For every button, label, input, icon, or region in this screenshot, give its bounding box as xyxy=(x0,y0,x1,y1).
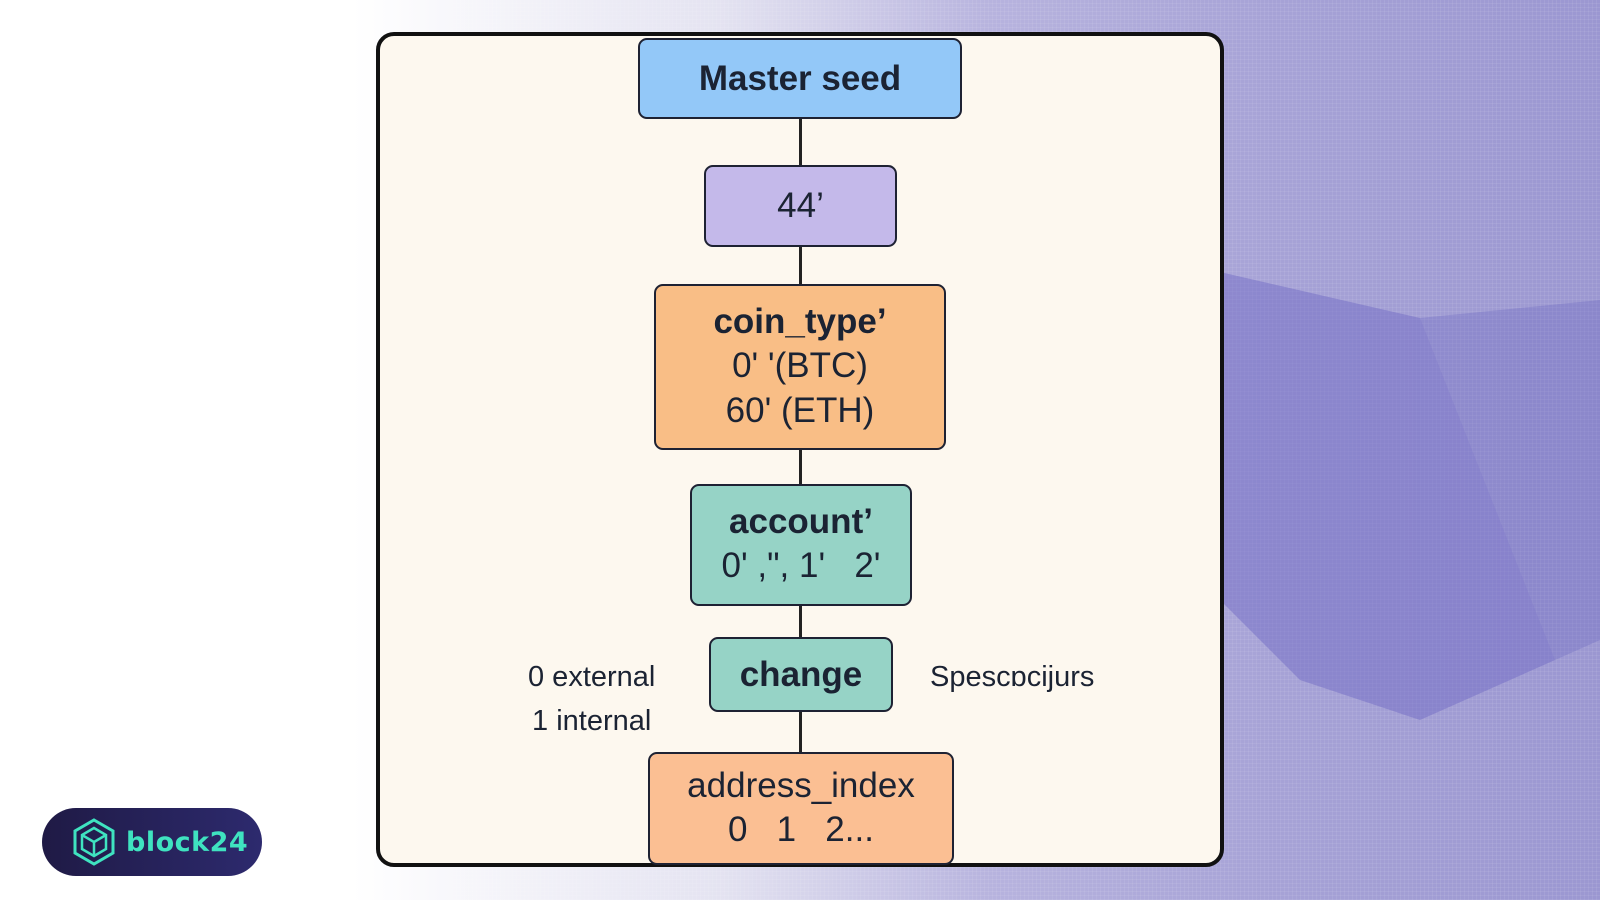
brand-logo: block24 xyxy=(42,808,262,876)
connector-seed-purpose xyxy=(799,117,802,165)
node-change-title: change xyxy=(739,654,863,694)
change-right-label: Spescɒcijurs xyxy=(930,661,1095,693)
node-coin-type: coin_type’ 0' '(BTC) 60' (ETH) xyxy=(654,284,946,450)
connector-change-address xyxy=(799,711,802,753)
label-external: 0 external xyxy=(528,661,656,693)
node-account-values: 0' ,", 1' 2' xyxy=(721,546,881,586)
connector-coin-account xyxy=(799,450,802,485)
node-purpose-value: 44’ xyxy=(777,186,824,226)
brand-name: block24 xyxy=(126,826,249,858)
change-left-labels: 0 external 1 internal xyxy=(528,656,655,743)
node-change: change xyxy=(709,637,893,712)
node-account: account’ 0' ,", 1' 2' xyxy=(690,484,912,606)
node-coin-type-title: coin_type’ xyxy=(713,301,887,341)
node-master-seed: Master seed xyxy=(638,38,962,119)
node-coin-type-btc: 0' '(BTC) xyxy=(732,345,868,385)
node-address-index-values: 0 1 2... xyxy=(728,809,874,849)
node-purpose: 44’ xyxy=(704,165,897,247)
node-address-index-title: address_index xyxy=(687,765,915,805)
connector-purpose-coin xyxy=(799,246,802,286)
connector-account-change xyxy=(799,605,802,638)
node-address-index: address_index 0 1 2... xyxy=(648,752,954,865)
label-internal: 1 internal xyxy=(532,704,652,737)
node-account-title: account’ xyxy=(729,502,873,542)
node-coin-type-eth: 60' (ETH) xyxy=(725,391,875,430)
node-master-seed-title: Master seed xyxy=(698,58,902,98)
hexagon-cube-icon xyxy=(73,818,115,866)
